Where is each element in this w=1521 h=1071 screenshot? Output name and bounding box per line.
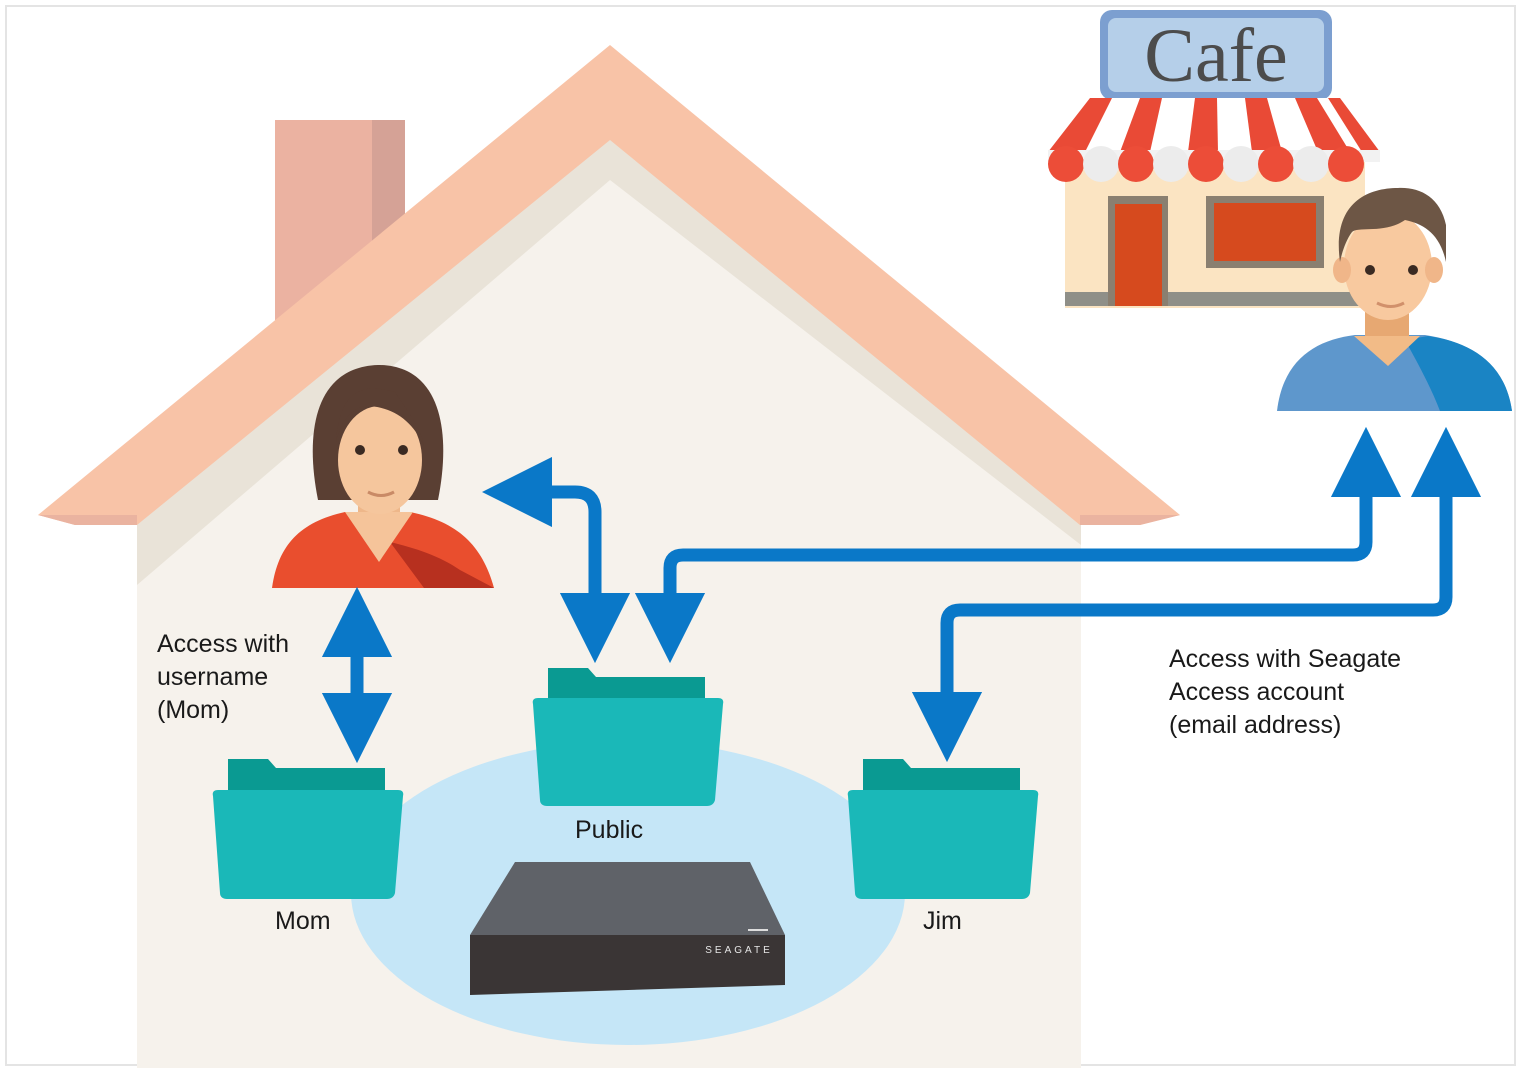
folder-icon <box>847 759 1039 899</box>
remote-access-line: Access account <box>1169 678 1345 706</box>
remote-access-line: Access with Seagate <box>1169 645 1402 673</box>
local-access-line: Access with <box>157 630 289 658</box>
folder-label-public: Public <box>575 816 644 844</box>
drive-brand-text: SEAGATE <box>705 945 773 956</box>
folder-label-jim: Jim <box>923 907 962 935</box>
access-arrows <box>321 426 1482 764</box>
cafe-door <box>1115 204 1162 306</box>
mom-public-arrow <box>481 456 631 664</box>
woman-avatar-icon <box>272 365 494 588</box>
man-avatar-icon <box>1277 187 1512 411</box>
cafe-storefront-icon: Cafe <box>1048 10 1380 308</box>
folder-icon <box>212 759 404 899</box>
local-access-label: Access with username (Mom) <box>157 628 289 727</box>
remote-jim-arrow <box>911 426 1482 763</box>
local-access-line: username <box>157 663 269 691</box>
remote-access-line: (email address) <box>1169 711 1342 739</box>
folder-icon <box>532 668 724 806</box>
remote-access-label: Access with Seagate Access account (emai… <box>1169 643 1401 742</box>
cafe-sign-text: Cafe <box>1144 14 1287 98</box>
folder-label-mom: Mom <box>275 907 331 935</box>
nas-drive-icon: SEAGATE <box>470 862 785 995</box>
local-access-line: (Mom) <box>157 696 230 724</box>
cafe-window <box>1214 203 1316 261</box>
